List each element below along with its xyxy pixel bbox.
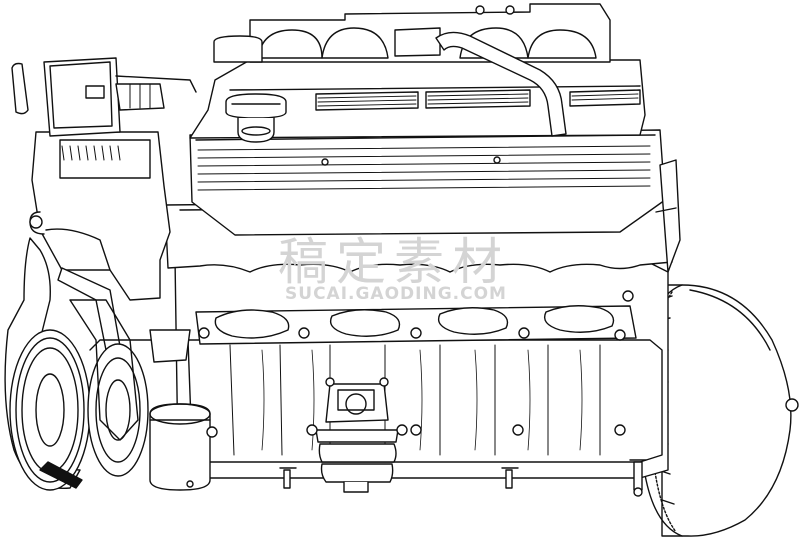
- upper-housing: [214, 4, 610, 62]
- crank-pulley: [10, 330, 90, 490]
- oil-filter: [150, 404, 217, 490]
- distributor: [12, 58, 196, 136]
- engine-block: [175, 258, 668, 478]
- right-side-panel: [656, 160, 680, 272]
- valve-cover: [190, 130, 665, 235]
- idler-arm: [70, 300, 190, 440]
- exhaust-ports: [196, 291, 636, 344]
- mount-bolts: [280, 425, 646, 496]
- breather-hose: [436, 32, 566, 136]
- oil-filler-cap: [226, 94, 286, 142]
- manifold-bolts: [199, 291, 633, 340]
- engine-mount: [307, 378, 407, 492]
- alternator-bracket: [30, 132, 170, 300]
- flywheel: [640, 285, 798, 536]
